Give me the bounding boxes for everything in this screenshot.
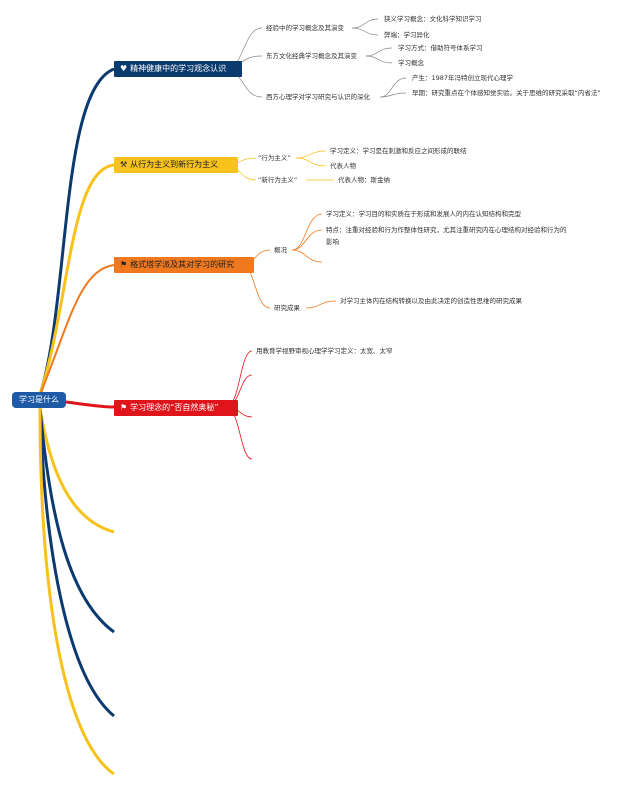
flag-icon: ⚑ xyxy=(120,260,128,269)
branch-1-label: 精神健康中的学习观念认识 xyxy=(130,64,227,73)
b1-c2-g1[interactable]: 学习方式：借助符号体系学习 xyxy=(398,44,483,52)
heart-icon: ♥ xyxy=(120,64,128,73)
link-root-branch-2 xyxy=(38,163,115,396)
b1-c3-g2[interactable]: 早期：研究重点在个体感知觉实验。关于思维的研究采取“内省法” xyxy=(412,89,601,97)
b1-c2-g2[interactable]: 学习概念 xyxy=(398,59,424,67)
branch-1[interactable]: ♥精神健康中的学习观念认识 xyxy=(114,61,242,77)
b2-c1-g1[interactable]: 学习定义：学习是在刺激和反应之间形成的联结 xyxy=(330,147,467,155)
b1-c3-g1[interactable]: 产生：1987年冯特创立现代心理学 xyxy=(412,74,514,82)
b1-c1-g2[interactable]: 弊端：学习异化 xyxy=(384,31,430,39)
link-root-extra-2 xyxy=(38,407,115,634)
flag-icon: ⚑ xyxy=(120,403,128,412)
b3-c2-g1[interactable]: 对学习主体内在结构转换以及由此决定的创造性思维的研究成果 xyxy=(340,297,522,305)
b2-c2[interactable]: “新行为主义” xyxy=(258,176,298,184)
branch-3[interactable]: ⚑格式塔学派及其对学习的研究 xyxy=(114,257,254,273)
link-root-branch-1 xyxy=(38,67,115,396)
link-root-extra-1 xyxy=(38,407,115,534)
link-root-branch-4 xyxy=(65,400,115,409)
branch-4[interactable]: ⚑学习理念的“否自然奥秘” xyxy=(114,400,238,416)
branch-3-label: 格式塔学派及其对学习的研究 xyxy=(130,260,235,269)
b1-c1[interactable]: 经验中的学习概念及其演变 xyxy=(266,24,344,32)
link-root-extra-4 xyxy=(38,407,115,776)
b3-c1-g2[interactable]: 特点：注重对经验和行为作整体性研究，尤其注重研究内在心理结构对经验和行为的影响 xyxy=(326,226,567,246)
b2-c1-g2[interactable]: 代表人物 xyxy=(330,162,356,170)
branch-2-label: 从行为主义到新行为主义 xyxy=(130,160,219,169)
b4-c1[interactable]: 用教育学视野审视心理学学习定义：太宽、太窄 xyxy=(256,347,393,355)
b1-c2[interactable]: 东方文化经典学习概念及其演变 xyxy=(266,52,357,60)
branch-4-label: 学习理念的“否自然奥秘” xyxy=(130,403,219,412)
link-root-extra-3 xyxy=(38,407,115,718)
link-root-branch-3 xyxy=(39,264,115,396)
b3-c2[interactable]: 研究成果 xyxy=(274,304,300,312)
b2-c2-g1[interactable]: 代表人物：斯金纳 xyxy=(338,176,390,184)
b3-c1[interactable]: 概况 xyxy=(274,246,287,254)
b3-c1-g1[interactable]: 学习定义：学习目的和实质在于形成和发展人的内在认知结构和完型 xyxy=(326,210,521,218)
b2-c1[interactable]: “行为主义” xyxy=(258,154,291,162)
root-node[interactable]: 学习是什么 xyxy=(12,392,66,408)
b1-c1-g1[interactable]: 狭义学习概念：文化科学知识学习 xyxy=(384,15,482,23)
branch-2[interactable]: ⚒从行为主义到新行为主义 xyxy=(114,157,238,173)
hammer-icon: ⚒ xyxy=(120,160,128,169)
b1-c3[interactable]: 西方心理学对学习研究与认识的深化 xyxy=(266,93,370,101)
